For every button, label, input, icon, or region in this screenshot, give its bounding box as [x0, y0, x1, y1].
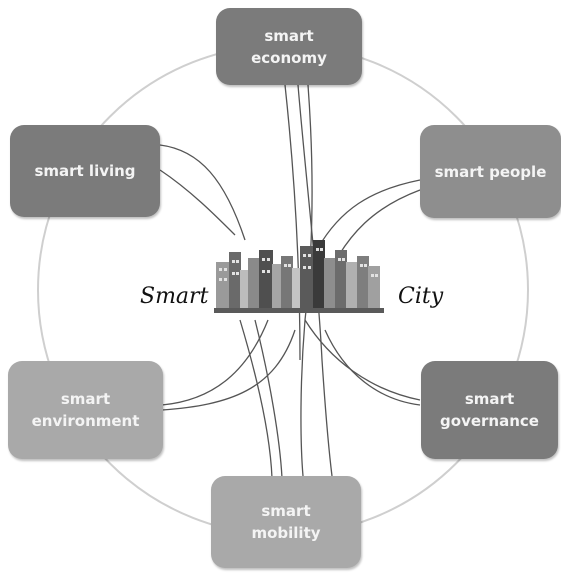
- wire-governance-2: [324, 329, 421, 406]
- node-smart-governance-line1: smart: [464, 390, 515, 408]
- wire-people-1: [317, 179, 421, 249]
- node-smart-economy-line2: economy: [251, 48, 327, 67]
- node-smart-environment-line2: environment: [31, 412, 140, 430]
- wire-mobility-2: [239, 319, 273, 479]
- wire-economy-2: [297, 84, 333, 477]
- node-smart-people: smart people: [420, 125, 561, 218]
- center-label-city: City: [398, 284, 444, 309]
- node-smart-environment: smart environment: [8, 361, 163, 459]
- wire-living-2: [159, 169, 236, 236]
- node-smart-governance: smart governance: [421, 361, 558, 459]
- wire-living-1: [159, 144, 246, 241]
- city-skyline-icon: [214, 240, 384, 313]
- wire-economy-1: [284, 84, 301, 361]
- wire-economy-3: [300, 84, 313, 477]
- node-smart-living: smart living: [10, 125, 160, 217]
- wire-environment-2: [161, 329, 296, 411]
- center-label-smart: Smart: [140, 284, 209, 309]
- connection-wires: [159, 84, 421, 479]
- node-smart-economy-line1: smart: [264, 26, 314, 45]
- node-smart-economy: smart economy: [216, 8, 362, 85]
- node-smart-people-line1: smart people: [434, 162, 547, 181]
- node-smart-environment-line1: smart: [60, 390, 111, 408]
- node-smart-mobility-line1: smart: [261, 502, 311, 520]
- node-smart-governance-line2: governance: [440, 412, 539, 430]
- node-smart-mobility: smart mobility: [211, 476, 361, 568]
- wire-environment-1: [161, 319, 269, 406]
- wire-mobility-1: [254, 319, 283, 479]
- node-smart-living-line1: smart living: [34, 162, 136, 180]
- node-smart-mobility-line2: mobility: [251, 524, 321, 542]
